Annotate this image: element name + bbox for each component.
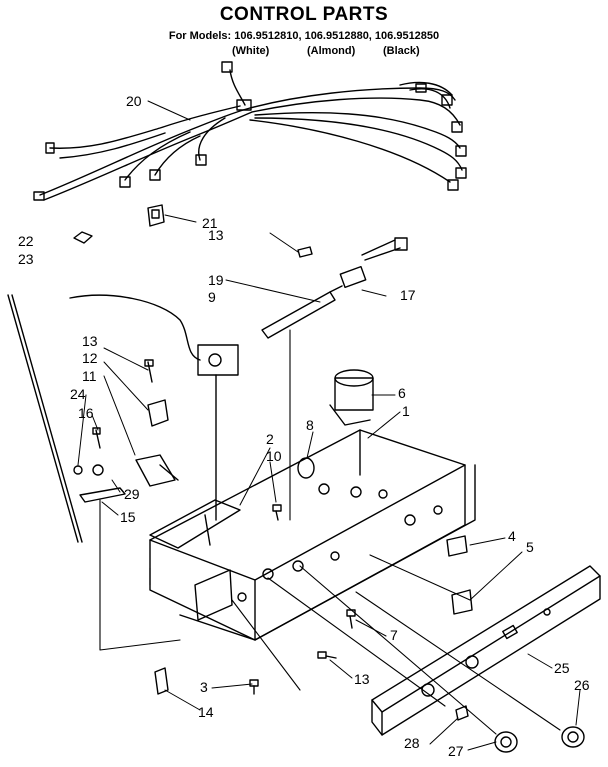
relay-part-6: [329, 369, 374, 426]
callout-2: 2: [266, 431, 274, 447]
knob-shaft-part-11: [135, 454, 179, 487]
callout-17: 17: [400, 287, 416, 303]
bracket-part-12: [147, 399, 169, 427]
model-color-black: (Black): [383, 45, 420, 57]
screw-part-3: [249, 679, 259, 695]
model-color-white: (White): [232, 45, 270, 57]
nut-part-24: [73, 465, 83, 475]
heater-part-19: [261, 285, 343, 339]
callout-15: 15: [120, 509, 136, 525]
clip-part-14: [154, 667, 169, 695]
callout-6: 6: [398, 385, 406, 401]
clip-part-22: [73, 231, 93, 244]
callout-13-bottom: 13: [354, 671, 370, 687]
bracket-part-21: [147, 204, 165, 227]
callout-19: 19: [208, 272, 224, 288]
spring-part-28: [455, 705, 469, 721]
callout-12: 12: [82, 350, 98, 366]
rod-part-23: [7, 294, 83, 543]
callout-20: 20: [126, 93, 142, 109]
callout-1: 1: [402, 403, 410, 419]
callout-leaders: [77, 100, 581, 751]
bracket-part-2: [149, 499, 241, 549]
switch-part-5: [451, 589, 473, 615]
models-line: For Models: 106.9512810, 106.9512880, 10…: [168, 30, 440, 42]
callout-25: 25: [554, 660, 570, 676]
callout-13-top: 13: [208, 227, 224, 243]
callout-5: 5: [526, 539, 534, 555]
screw-part-13-top: [297, 246, 313, 258]
screw-part-16: [92, 427, 101, 449]
callout-27: 27: [448, 743, 464, 759]
knob-part-27: [494, 731, 518, 753]
callout-4: 4: [508, 528, 516, 544]
assembly-lines: [99, 329, 561, 735]
callout-labels: 20 21 22 23 13 19 9 17 13 12 11 24 16 6 …: [18, 93, 590, 759]
thermostat-part-9: [69, 294, 239, 521]
screw-part-13-bottom: [317, 651, 337, 659]
callout-24: 24: [70, 386, 86, 402]
diagram-title: CONTROL PARTS: [219, 4, 389, 25]
model-color-almond: (Almond): [307, 45, 356, 57]
relay-part-17: [339, 237, 408, 289]
callout-11: 11: [82, 368, 97, 384]
callout-9: 9: [208, 289, 216, 305]
callout-13-left: 13: [82, 333, 98, 349]
front-panel-part-25: [371, 565, 601, 736]
lever-part-15: [79, 464, 126, 503]
callout-16: 16: [78, 405, 94, 421]
callout-26: 26: [574, 677, 590, 693]
knob-part-26: [561, 726, 585, 748]
callout-29: 29: [124, 486, 140, 502]
callout-22: 22: [18, 233, 34, 249]
screw-part-13-left: [144, 359, 154, 383]
callout-3: 3: [200, 679, 208, 695]
switch-part-4: [446, 535, 468, 557]
callout-28: 28: [404, 735, 420, 751]
callout-10: 10: [266, 448, 282, 464]
callout-21: 21: [202, 215, 218, 231]
callout-8: 8: [306, 417, 314, 433]
wire-harness-part-20: [33, 61, 467, 201]
callout-23: 23: [18, 251, 34, 267]
screw-part-10: [272, 504, 282, 521]
callout-7: 7: [390, 627, 398, 643]
callout-14: 14: [198, 704, 214, 720]
